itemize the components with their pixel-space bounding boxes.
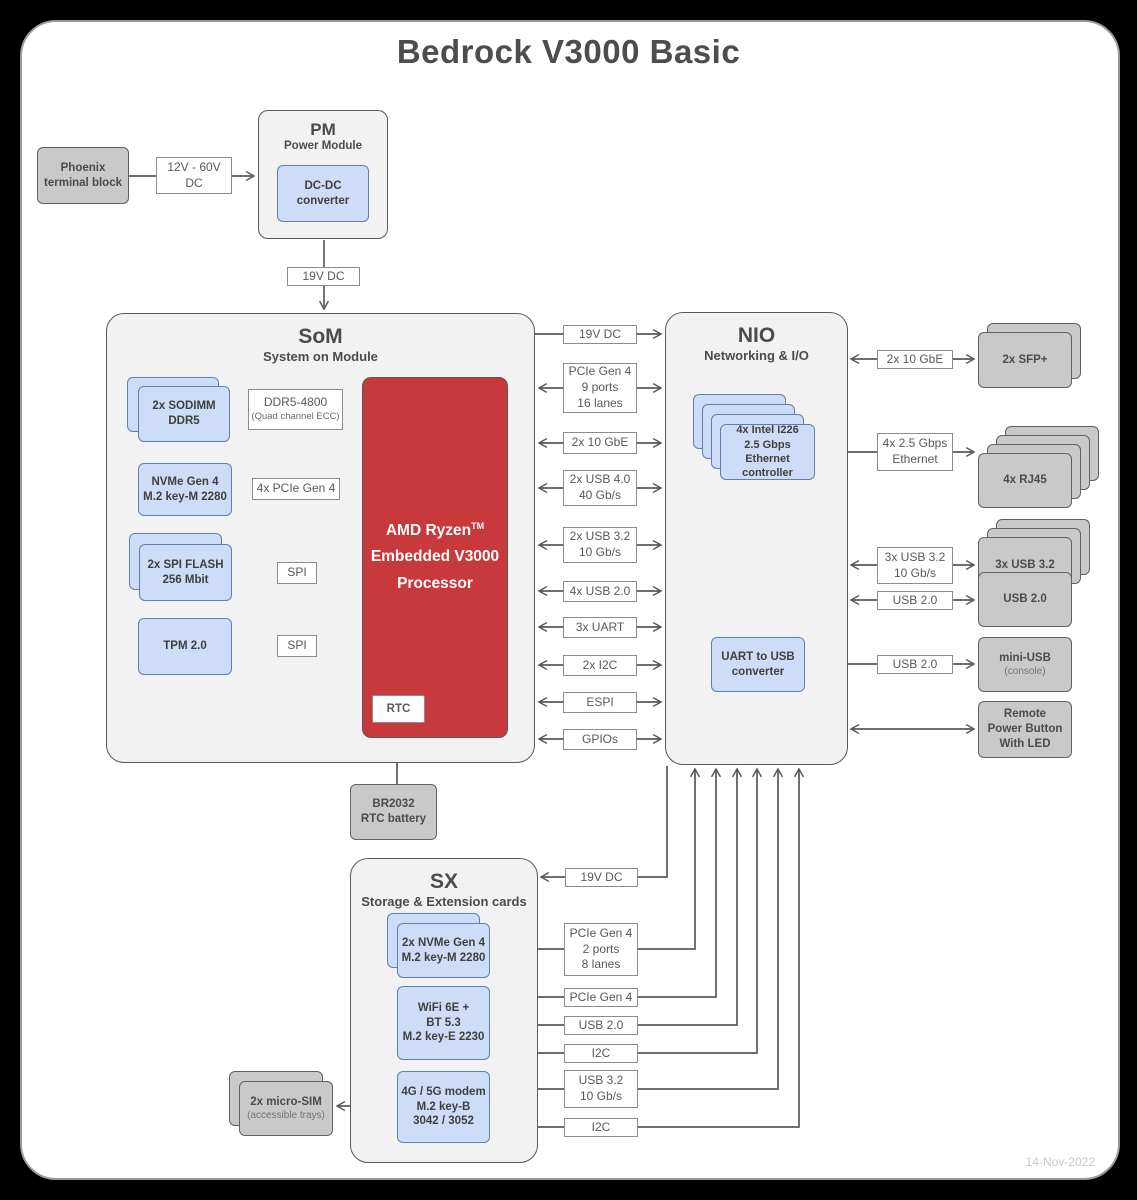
link-label-19v-sx: 19V DC bbox=[565, 868, 638, 887]
link-label-sx-usb2: USB 2.0 bbox=[564, 1016, 638, 1035]
usb20-port: USB 2.0 bbox=[978, 572, 1072, 627]
sx-abbr: SX bbox=[429, 870, 458, 893]
ddr-link-label: DDR5-4800 (Quad channel ECC) bbox=[248, 389, 343, 430]
mini-usb-label: mini-USB bbox=[999, 651, 1051, 664]
link-label-usb4: 2x USB 4.0 40 Gb/s bbox=[563, 470, 637, 506]
link-label-10gbe-right: 2x 10 GbE bbox=[877, 350, 953, 369]
eth-controller-box: 4x Intel I226 2.5 Gbps Ethernet controll… bbox=[720, 424, 815, 480]
link-nio-sx-19v bbox=[539, 766, 668, 882]
spi-link-label-2: SPI bbox=[277, 635, 317, 657]
sfp-ports: 2x SFP+ bbox=[978, 332, 1072, 388]
rtc-box: RTC bbox=[372, 695, 425, 723]
spi-link-label-1: SPI bbox=[277, 562, 317, 584]
cpu-label: AMD RyzenTM Embedded V3000 Processor bbox=[371, 518, 499, 597]
micro-sim-sub: (accessible trays) bbox=[247, 1110, 325, 1122]
cpu-box: AMD RyzenTM Embedded V3000 Processor bbox=[362, 377, 508, 738]
sx-wifi-box: WiFi 6E + BT 5.3 M.2 key-E 2230 bbox=[397, 986, 490, 1060]
link-label-gpios: GPIOs bbox=[563, 729, 637, 750]
link-label-i2c: 2x I2C bbox=[563, 655, 637, 676]
mini-usb-port: mini-USB (console) bbox=[978, 637, 1072, 692]
rj45-ports: 4x RJ45 bbox=[978, 453, 1072, 508]
link-label-10gbe: 2x 10 GbE bbox=[563, 432, 637, 454]
page-title: Bedrock V3000 Basic bbox=[396, 33, 741, 70]
link-label-usb2: 4x USB 2.0 bbox=[563, 581, 637, 602]
sx-nvme-box: 2x NVMe Gen 4 M.2 key-M 2280 bbox=[397, 923, 490, 978]
link-label-sx-pcie: PCIe Gen 4 bbox=[564, 988, 638, 1007]
tpm-box: TPM 2.0 bbox=[138, 618, 232, 675]
som-name: System on Module bbox=[263, 349, 378, 365]
pcie-link-label: 4x PCIe Gen 4 bbox=[252, 478, 340, 500]
remote-power-button: Remote Power Button With LED bbox=[978, 701, 1072, 758]
spiflash-box: 2x SPI FLASH 256 Mbit bbox=[139, 544, 232, 601]
nio-module: NIO Networking & I/O bbox=[665, 312, 848, 765]
pm-name: Power Module bbox=[284, 139, 362, 152]
cpu-trademark: TM bbox=[471, 520, 485, 531]
link-label-sx-usb32: USB 3.2 10 Gb/s bbox=[564, 1070, 638, 1108]
date-stamp: 14-Nov-2022 bbox=[1025, 1155, 1095, 1169]
link-label-uart: 3x UART bbox=[563, 617, 637, 638]
dcdc-converter: DC-DC converter bbox=[277, 165, 369, 222]
micro-sim-label: 2x micro-SIM bbox=[250, 1095, 322, 1108]
rtc-battery-box: BR2032 RTC battery bbox=[350, 784, 437, 840]
link-label-19v-nio: 19V DC bbox=[563, 325, 637, 344]
link-label-usb32-right: 3x USB 3.2 10 Gb/s bbox=[877, 547, 953, 584]
sx-name: Storage & Extension cards bbox=[361, 894, 527, 910]
nio-name: Networking & I/O bbox=[704, 348, 809, 364]
som-abbr: SoM bbox=[298, 325, 343, 348]
phoenix-terminal-block: Phoenix terminal block bbox=[37, 147, 129, 204]
sodimm-box: 2x SODIMM DDR5 bbox=[138, 386, 230, 442]
link-label-espi: ESPI bbox=[563, 692, 637, 713]
micro-sim-box: 2x micro-SIM (accessible trays) bbox=[239, 1081, 333, 1136]
sx-modem-box: 4G / 5G modem M.2 key-B 3042 / 3052 bbox=[397, 1071, 490, 1143]
link-label-pcie-9p: PCIe Gen 4 9 ports 16 lanes bbox=[563, 363, 637, 413]
ddr-link-main: DDR5-4800 bbox=[263, 395, 328, 410]
uart-usb-converter: UART to USB converter bbox=[711, 637, 805, 692]
link-label-usb32: 2x USB 3.2 10 Gb/s bbox=[563, 527, 637, 563]
ddr-link-sub: (Quad channel ECC) bbox=[251, 411, 340, 423]
nio-abbr: NIO bbox=[737, 324, 776, 347]
cpu-label-rest: Embedded V3000 Processor bbox=[370, 548, 500, 592]
pm-abbr: PM bbox=[310, 120, 336, 139]
pm-out-label: 19V DC bbox=[287, 267, 360, 286]
link-label-sx-pcie8: PCIe Gen 4 2 ports 8 lanes bbox=[564, 923, 638, 976]
dc-input-label: 12V - 60V DC bbox=[156, 157, 232, 194]
link-label-usb20-right: USB 2.0 bbox=[877, 591, 953, 610]
link-label-usb20-console: USB 2.0 bbox=[877, 655, 953, 674]
link-sx-i2c2 bbox=[492, 767, 804, 1132]
som-nvme-box: NVMe Gen 4 M.2 key-M 2280 bbox=[138, 463, 232, 516]
mini-usb-sub: (console) bbox=[1004, 666, 1046, 678]
link-label-eth-right: 4x 2.5 Gbps Ethernet bbox=[877, 433, 953, 471]
link-label-sx-i2c1: I2C bbox=[564, 1044, 638, 1063]
link-label-sx-i2c2: I2C bbox=[564, 1118, 638, 1137]
